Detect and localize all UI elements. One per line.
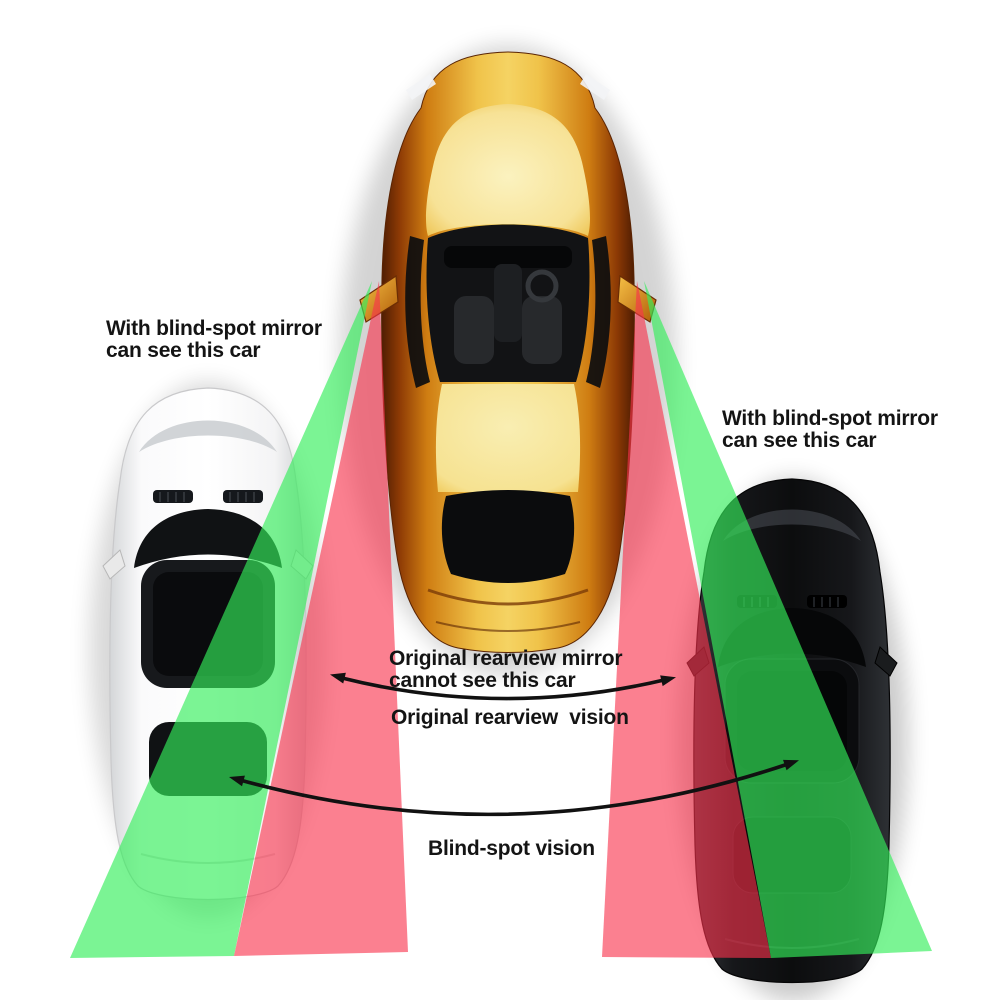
right-caption: With blind-spot mirror can see this car	[722, 408, 938, 452]
left-caption-line1: With blind-spot mirror	[106, 317, 322, 340]
white-car-windshield	[134, 509, 282, 568]
blindspot-vision-arrow	[238, 762, 790, 817]
arrowhead-left-icon	[229, 775, 245, 787]
gold-car-hood	[426, 104, 590, 236]
car-top-view-gold	[359, 51, 657, 653]
center-caption-line2: cannot see this car	[389, 669, 576, 692]
left-caption: With blind-spot mirror can see this car	[106, 318, 322, 362]
vision-cones	[70, 281, 932, 958]
original-vision-cone-left	[234, 281, 408, 956]
center-caption: Original rearview mirror cannot see this…	[389, 648, 622, 692]
gold-car-spoiler-line	[435, 621, 581, 632]
arrowhead-right-icon	[783, 759, 799, 771]
original-vision-cone-right	[602, 281, 771, 958]
gold-car-left-side-window	[405, 236, 430, 388]
blindspot-vision-label: Blind-spot vision	[428, 837, 595, 860]
left-caption-line2: can see this car	[106, 339, 261, 362]
right-caption-line1: With blind-spot mirror	[722, 407, 938, 430]
annotation-arrows	[229, 672, 799, 817]
original-vision-label: Original rearview vision	[391, 706, 629, 729]
gold-car-left-seat	[454, 296, 494, 364]
arrowhead-right-icon	[660, 675, 676, 687]
blindspot-vision-cone-right	[644, 281, 932, 958]
right-caption-line2: can see this car	[722, 429, 877, 452]
blindspot-vision-cone-left	[70, 281, 372, 958]
gold-car-steering-wheel	[525, 269, 559, 303]
black-car-front-sheen	[723, 509, 861, 541]
black-car-right-mirror	[874, 646, 898, 677]
gold-car-left-headlight	[406, 74, 436, 100]
gold-car-dashboard	[444, 246, 572, 268]
gold-car-right-headlight	[580, 74, 610, 100]
white-car-front-sheen	[139, 420, 277, 452]
original-rearview-arrow	[340, 676, 666, 701]
gold-car-right-seat	[522, 296, 562, 364]
gold-car-right-side-window	[586, 236, 611, 388]
gold-car-console	[494, 264, 522, 342]
white-car-hood-vents	[153, 490, 263, 503]
white-car-left-mirror	[102, 549, 126, 580]
center-caption-line1: Original rearview mirror	[389, 647, 623, 670]
gold-car-rear-window	[441, 490, 575, 583]
arrowhead-left-icon	[330, 672, 346, 684]
gold-car-bumper-line	[427, 588, 589, 606]
gold-car-rear-deck	[435, 384, 581, 492]
